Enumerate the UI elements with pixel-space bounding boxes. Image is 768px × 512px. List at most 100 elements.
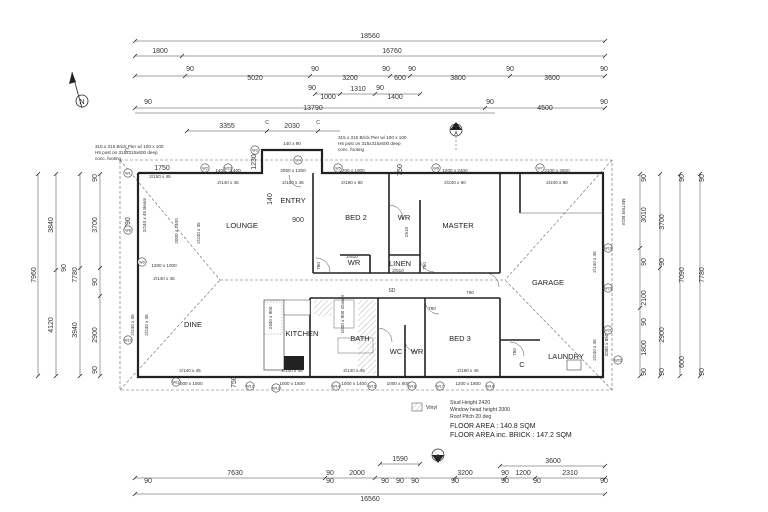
dim-right-90i: 90 [699,368,706,376]
window-tag-label: W5 [335,167,340,171]
dim-top-1310: 1310 [350,86,366,93]
marker-c3: C [125,148,129,154]
window-tag-label: W19 [604,247,611,251]
win-bottom-5a: 2/190 x 45 [457,368,479,373]
section-marker-bottom: A [431,448,445,463]
win-bottom-1b: 1000 x 1500 [177,381,203,386]
window-tag-circle [435,381,445,391]
window-tag-circle [137,257,147,267]
window-tag-circle [245,381,255,391]
room-bath: BATH [350,334,369,343]
dim-right-90c: 90 [659,258,666,266]
dim-140: 140 [267,193,274,205]
marker-c1: C [265,120,269,126]
dim-right-90h: 90 [699,174,706,182]
dim-bottom-90f: 90 [326,478,334,485]
north-arrow: N [69,71,89,109]
room-bed3: BED 3 [449,334,471,343]
win-left-3: 2/140 x 45 [153,276,175,281]
window-tag-circle [603,283,613,293]
meter-box-label: METER BOX [621,198,626,225]
dim-top-3600: 3600 [544,75,560,82]
dim-3790: 3790 [125,217,132,233]
dim-top-3800: 3800 [450,75,466,82]
window-tag-label: W12 [246,385,253,389]
dim-top-13790: 13790 [303,105,323,112]
window-tag-circle [331,381,341,391]
win-entry-b: 2/150 x 45 [282,180,304,185]
window-tag-circle [200,163,210,173]
dim-top-r3-90a: 90 [186,66,194,73]
dim-right-90f: 90 [641,368,648,376]
window-tag-circle [431,163,441,173]
pier-note-right-2: H5 post on 315x315x600 deep [338,141,401,146]
window-tag-label: W20 [604,287,611,291]
window-tag-label: W10 [124,339,131,343]
window-tag-label: W9 [139,261,144,265]
dim-left-3840: 3840 [48,217,55,233]
win-bottom-3b: 1000 x 1400 [341,381,367,386]
win-bottom-4: 1000 x 600 [387,381,410,386]
left-dimensions: 7960 3840 4120 3700 7780 3940 2900 90 90… [31,171,103,379]
window-tag-label: W11 [172,381,179,385]
dim-top-3200: 3200 [342,75,358,82]
win-top-lounge-b: 2/140 x 45 [217,180,239,185]
door-swings [288,174,525,357]
window-tag-label: W7 [537,167,542,171]
dim-1230: 1230 [251,154,258,170]
dim-left-4120: 4120 [48,317,55,333]
win-lounge-int-b: 2/240 x 45 [196,222,201,244]
roof-outline [119,159,613,391]
pier-note-right-1: 315 x 315 Brick Pier w/ 100 x 100 [338,135,407,140]
room-dine: DINE [184,320,202,329]
win-bed2-a: 1200 x 1000 [339,168,365,173]
dim-right-3700: 3700 [659,214,666,230]
legend: Vinyl Stud Height 2420 Window head heigh… [411,400,572,439]
win-garage-a: 2100 x 2600 [544,168,570,173]
win-760c: 760 [466,290,474,295]
win-bottom-5b: 1200 x 1800 [455,381,481,386]
room-garage: GARAGE [532,278,564,287]
win-bottom-2a: 2/140 x 45 [281,368,303,373]
dim-right-7780: 7780 [699,267,706,283]
room-entry: ENTRY [280,196,305,205]
window-tag-circle [333,163,343,173]
win-top-left: 2/150 x 45 [149,174,171,179]
pier-note-right-3: conc. footing [338,147,364,152]
window-tag-label: W2 [202,167,207,171]
room-wr3: WR [348,258,361,267]
exterior-walls [136,148,605,379]
window-tag-label: W3 [252,149,257,153]
smoke-detector: SD [389,288,396,294]
window-tag-label: W13 [272,387,279,391]
dim-left-90d: 90 [92,366,99,374]
win-shower: 1000 x 900 shower [340,294,345,333]
dim-bottom-16560: 16560 [360,496,380,503]
dim-bottom-1200: 1200 [515,470,531,477]
dim-right-600: 600 [679,356,686,368]
win-entry-a: 2050 x 1250 [280,168,306,173]
dim-bottom-90b: 90 [501,470,509,477]
dim-top-r3-90e: 90 [506,66,514,73]
win-760e: 760 [512,348,517,356]
win-right-3: 2000 x 850 [604,333,609,356]
room-linen: LINEN [389,259,411,268]
vinyl-label: Vinyl [426,405,437,411]
window-tag-circle [603,243,613,253]
room-kitchen: KITCHEN [286,329,319,338]
window-tag-label: W15 [368,385,375,389]
dim-top-600: 600 [394,75,406,82]
window-tag-circle [123,225,133,235]
window-tag-label: W16 [408,385,415,389]
window-tag-label: W21 [604,329,611,333]
window-tag-label: W6 [433,167,438,171]
dim-right-90e: 90 [659,368,666,376]
section-a-bottom: A [436,454,440,460]
dim-top-r5-90d: 90 [486,99,494,106]
dim-left-90c: 90 [92,278,99,286]
dim-bottom-90i: 90 [451,478,459,485]
win-master-a: 1200 x 2400 [442,168,468,173]
window-tag-circle [250,145,260,155]
